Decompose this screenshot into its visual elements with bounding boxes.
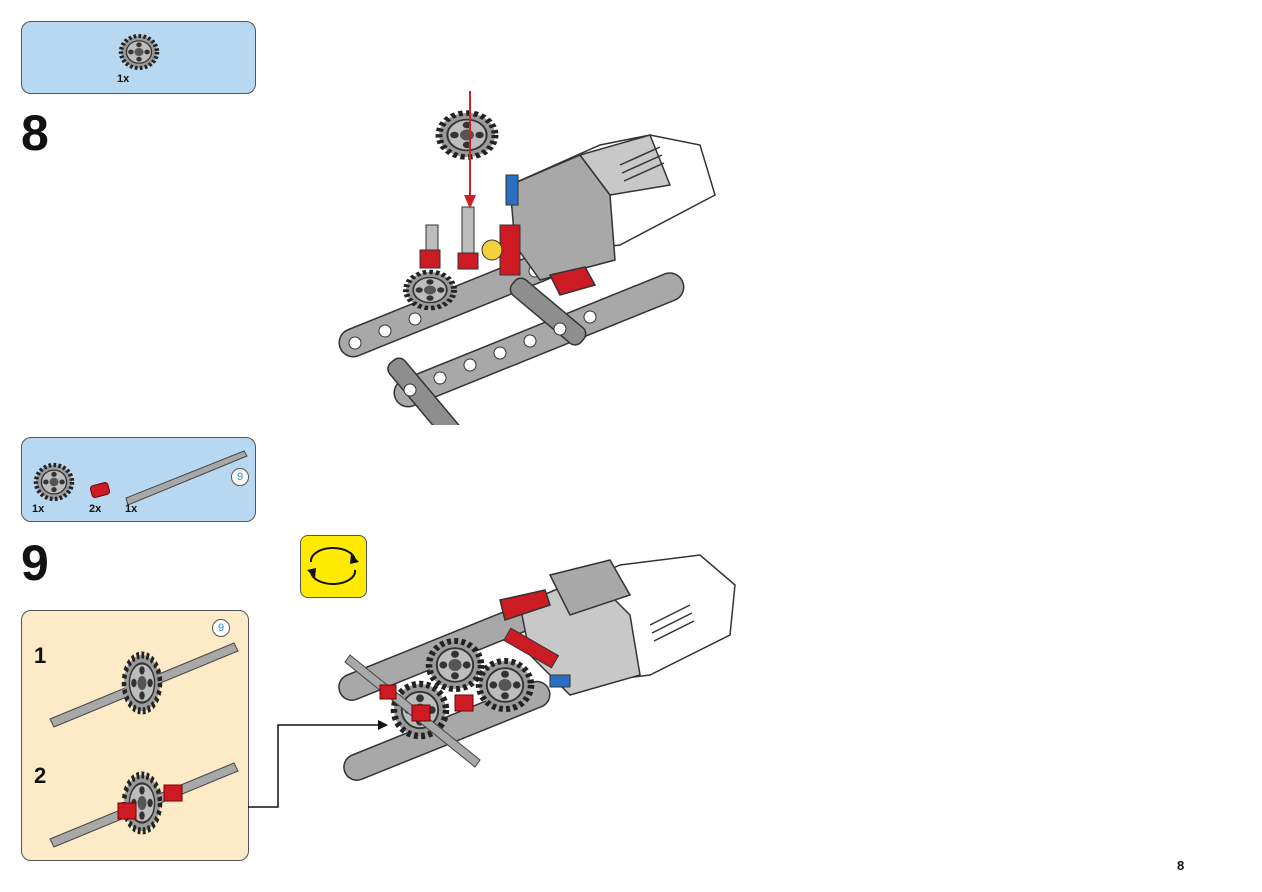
axle-part-icon: [125, 450, 248, 506]
substep1-illustration: [49, 642, 239, 728]
part-count: 1x: [117, 73, 130, 85]
part-count: 1x: [32, 503, 45, 515]
step9-parts-list: 9 1x 2x 1x: [21, 437, 256, 522]
motor: [499, 554, 736, 696]
substep2-illustration: [49, 762, 239, 848]
step8-model-illustration: [338, 91, 716, 425]
axle-length-badge: 9: [212, 619, 230, 637]
step8-parts-list: 1x: [21, 21, 256, 94]
substep-number: 1: [34, 643, 47, 668]
substep-number: 2: [34, 763, 47, 788]
part-count: 2x: [89, 503, 102, 515]
red-bush-part-icon: [89, 482, 111, 498]
rotate-model-icon: [300, 535, 367, 598]
axle-length-badge: 9: [231, 468, 249, 486]
step9-model-illustration: [338, 554, 736, 781]
subassembly-callout: 9 1 2: [21, 610, 249, 861]
step-number: 8: [21, 105, 49, 161]
callout-connector-arrow: [248, 720, 388, 808]
motor: [509, 134, 716, 296]
page-number: 8: [1177, 858, 1185, 873]
part-count: 1x: [125, 503, 138, 515]
gear-part-icon: [117, 30, 162, 75]
step-number: 9: [21, 535, 49, 591]
gear-part-icon: [32, 460, 76, 504]
